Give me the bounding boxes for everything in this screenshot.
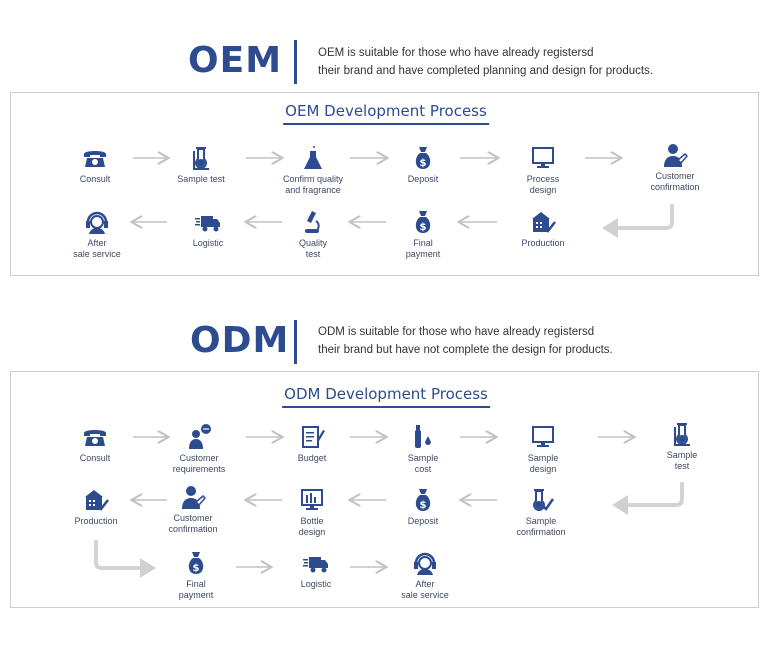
odm-step-sample-confirmation: Sample confirmation: [486, 487, 596, 538]
person-chat-icon: [186, 424, 212, 450]
odm-step-customer-requirements: Customer requirements: [144, 424, 254, 475]
odm-step-after-sale: After sale service: [370, 550, 480, 601]
flask-icon: [300, 145, 326, 171]
test-tube-icon: [669, 421, 695, 447]
monitor-icon: [530, 424, 556, 450]
odm-divider: [294, 320, 297, 364]
oem-process-title: OEM Development Process: [283, 102, 489, 125]
person-icon: [662, 142, 688, 168]
oem-step-final-payment: Final payment: [368, 209, 478, 260]
oem-description: OEM is suitable for those who have alrea…: [318, 47, 654, 77]
odm-step-production: Production: [41, 487, 151, 527]
oem-step-sample-test: Sample test: [146, 145, 256, 185]
truck-icon: [303, 550, 329, 576]
oem-step-after-sale: After sale service: [42, 209, 152, 260]
odm-description: ODM is suitable for those who have alrea…: [318, 326, 613, 356]
odm-heading: ODM: [190, 320, 290, 361]
money-bag-icon: [410, 209, 436, 235]
test-tube-icon: [188, 145, 214, 171]
truck-icon: [195, 209, 221, 235]
bottle-icon: [410, 424, 436, 450]
phone-icon: [82, 145, 108, 171]
test-tube-check-icon: [528, 487, 554, 513]
factory-icon: [83, 487, 109, 513]
money-bag-icon: [410, 487, 436, 513]
monitor-icon: [530, 145, 556, 171]
oem-step-consult: Consult: [40, 145, 150, 185]
odm-step-sample-cost: Sample cost: [368, 424, 478, 475]
odm-step-final-payment: Final payment: [141, 550, 251, 601]
document-icon: [299, 424, 325, 450]
odm-step-sample-test: Sample test: [627, 421, 737, 472]
headset-icon: [84, 209, 110, 235]
microscope-icon: [300, 209, 326, 235]
oem-heading: OEM: [188, 40, 283, 81]
oem-step-process-design: Process design: [488, 145, 598, 196]
odm-step-bottle-design: Bottle design: [257, 487, 367, 538]
oem-step-production: Production: [488, 209, 598, 249]
oem-step-quality-test: Quality test: [258, 209, 368, 260]
oem-process-box: [10, 92, 759, 276]
person-icon: [180, 484, 206, 510]
odm-step-budget: Budget: [257, 424, 367, 464]
headset-icon: [412, 550, 438, 576]
phone-icon: [82, 424, 108, 450]
odm-step-customer-confirmation: Customer confirmation: [138, 484, 248, 535]
money-bag-icon: [410, 145, 436, 171]
chart-monitor-icon: [299, 487, 325, 513]
odm-step-deposit: Deposit: [368, 487, 478, 527]
oem-step-confirm-quality: Confirm quality and fragrance: [258, 145, 368, 196]
factory-icon: [530, 209, 556, 235]
oem-step-deposit: Deposit: [368, 145, 478, 185]
odm-step-consult: Consult: [40, 424, 150, 464]
odm-step-logistic: Logistic: [261, 550, 371, 590]
odm-process-title: ODM Development Process: [282, 385, 490, 408]
oem-divider: [294, 40, 297, 84]
odm-step-sample-design: Sample design: [488, 424, 598, 475]
oem-step-logistic: Logistic: [153, 209, 263, 249]
money-bag-icon: [183, 550, 209, 576]
oem-step-customer-confirmation: Customer confirmation: [620, 142, 730, 193]
